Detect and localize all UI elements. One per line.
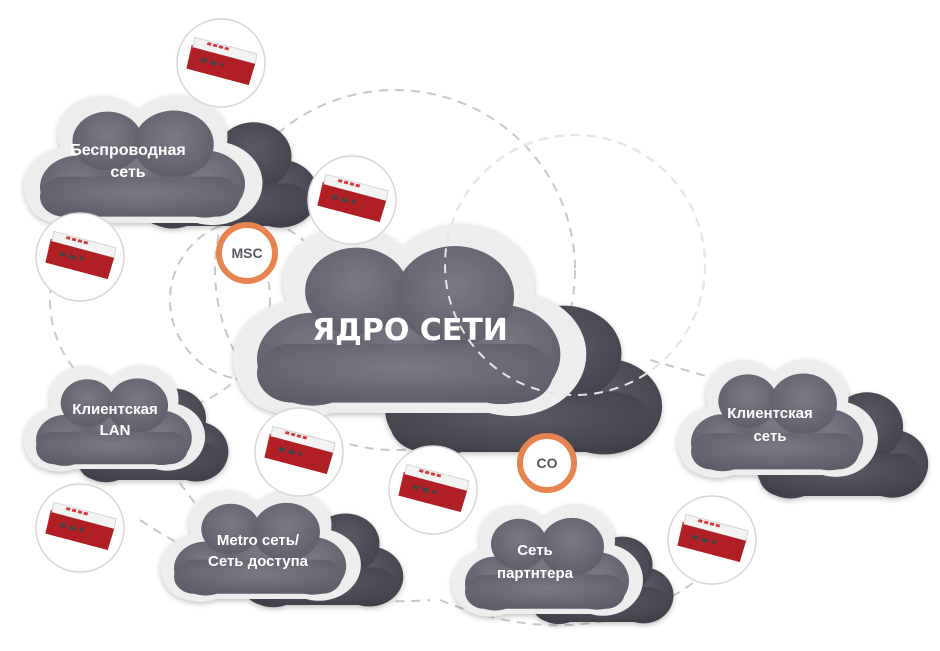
router-icon — [667, 495, 757, 585]
ring-core-overlay — [444, 134, 706, 396]
cloud-metro: Metro сеть/ Сеть доступа — [160, 489, 404, 608]
cloud-partner-line1: Сеть — [517, 542, 553, 559]
badge-msc-label: MSC — [231, 245, 262, 261]
ring-core — [214, 89, 576, 451]
cloud-client-right: Клиентская сеть — [677, 359, 929, 499]
badge-co: CO — [517, 433, 577, 493]
router-icon — [254, 407, 344, 497]
router-icon — [176, 18, 266, 108]
cloud-client-right-line2: сеть — [753, 428, 786, 445]
router-icon — [35, 483, 125, 573]
cloud-wireless-line2: сеть — [110, 164, 145, 181]
cloud-wireless-line1: Беспроводная — [70, 142, 186, 159]
line-right — [649, 359, 721, 381]
cloud-client-right-line1: Клиентская — [727, 405, 812, 422]
cloud-partner: Сеть партнтера — [452, 504, 674, 625]
cloud-wireless: Беспроводная сеть — [23, 94, 319, 229]
cloud-lan-line1: Клиентская — [72, 401, 157, 418]
router-icon — [388, 445, 478, 535]
router-icon — [35, 212, 125, 302]
cloud-metro-line1: Metro сеть/ — [217, 532, 300, 549]
cloud-lan-line2: LAN — [100, 422, 131, 439]
core-label: ЯДРО СЕТИ — [312, 313, 508, 348]
cloud-partner-line2: партнтера — [497, 565, 574, 582]
router-icon — [307, 155, 397, 245]
cloud-metro-line2: Сеть доступа — [208, 553, 309, 570]
cloud-client-lan: Клиентская LAN — [23, 365, 229, 483]
badge-msc: MSC — [216, 222, 278, 284]
core-cloud: ЯДРО СЕТИ — [232, 223, 663, 456]
badge-co-label: CO — [537, 455, 558, 471]
